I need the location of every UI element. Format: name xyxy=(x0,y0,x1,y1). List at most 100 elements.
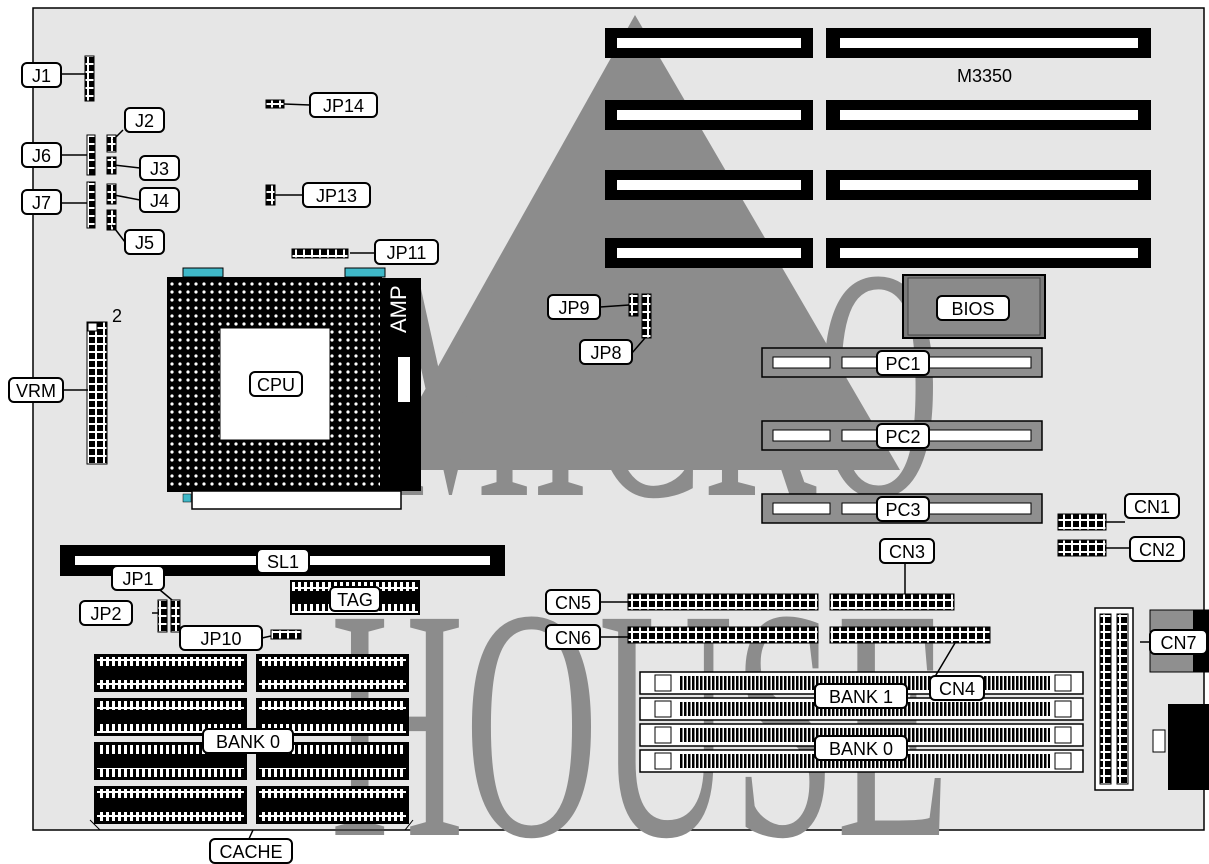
label-jp9: JP9 xyxy=(547,294,601,320)
vrm-header xyxy=(86,321,108,465)
cache-chip-pair xyxy=(94,698,409,736)
svg-text:BANK 0: BANK 0 xyxy=(216,732,280,752)
cn5-header xyxy=(627,593,819,611)
label-jp14: JP14 xyxy=(309,92,378,118)
label-jp2: JP2 xyxy=(79,600,133,626)
cn1-header xyxy=(1057,513,1107,531)
label-cn5: CN5 xyxy=(545,589,601,615)
label-cn6: CN6 xyxy=(545,624,601,650)
jp14-jumper xyxy=(265,99,285,109)
svg-text:BANK 0: BANK 0 xyxy=(829,739,893,759)
j1-jumper xyxy=(84,55,95,102)
svg-text:J7: J7 xyxy=(32,193,51,213)
svg-text:JP2: JP2 xyxy=(90,604,121,624)
board-model-label: M3350 xyxy=(957,66,1012,86)
label-j7: J7 xyxy=(21,189,62,215)
svg-text:JP11: JP11 xyxy=(387,243,427,263)
jp9-jumper xyxy=(628,293,639,317)
label-cache: CACHE xyxy=(209,838,293,864)
svg-text:CPU: CPU xyxy=(257,375,295,395)
label-j5: J5 xyxy=(124,229,165,255)
svg-text:CN6: CN6 xyxy=(555,628,591,648)
svg-text:JP10: JP10 xyxy=(200,629,241,649)
label-cpu: CPU xyxy=(249,371,303,397)
svg-text:VRM: VRM xyxy=(16,381,56,401)
cn6-header xyxy=(627,626,819,644)
label-vrm: VRM xyxy=(8,377,64,403)
cache-chips xyxy=(89,654,414,842)
label-cn4: CN4 xyxy=(929,675,985,701)
label-jp13: JP13 xyxy=(302,182,371,208)
svg-text:J5: J5 xyxy=(135,233,154,253)
cn2-header xyxy=(1057,539,1107,557)
cache-chip-pair xyxy=(94,654,409,692)
label-sl1: SL1 xyxy=(256,548,310,574)
label-bios: BIOS xyxy=(936,295,1010,321)
jp10-jumper xyxy=(270,629,302,640)
label-j3: J3 xyxy=(139,155,180,181)
svg-text:CN1: CN1 xyxy=(1134,497,1170,517)
svg-text:CN3: CN3 xyxy=(889,542,925,562)
ide-headers xyxy=(627,513,1107,644)
svg-text:PC2: PC2 xyxy=(885,427,920,447)
label-cn1: CN1 xyxy=(1124,493,1180,519)
cn3-header xyxy=(829,593,955,611)
label-j2: J2 xyxy=(124,107,165,133)
jp8-jumper xyxy=(641,293,652,339)
svg-text:JP13: JP13 xyxy=(316,186,357,206)
jp11-jumper xyxy=(291,248,349,259)
svg-text:J6: J6 xyxy=(32,146,51,166)
j7-jumper xyxy=(86,181,96,229)
svg-text:JP1: JP1 xyxy=(122,569,153,589)
svg-text:J2: J2 xyxy=(135,111,154,131)
j4-jumper xyxy=(106,183,117,205)
j5-jumper xyxy=(106,209,117,231)
power-connector xyxy=(1094,607,1134,791)
callout-labels: J1 J2 J6 J3 J7 J4 J5 JP14 JP13 JP11 JP9 … xyxy=(8,62,1208,864)
label-pc2: PC2 xyxy=(876,423,930,449)
jumpers xyxy=(84,55,652,640)
svg-text:J3: J3 xyxy=(150,159,169,179)
svg-text:PC1: PC1 xyxy=(885,354,920,374)
jp13-jumper xyxy=(265,184,276,206)
svg-text:CN7: CN7 xyxy=(1160,633,1196,653)
cache-chip-pair xyxy=(94,786,409,824)
svg-text:CACHE: CACHE xyxy=(219,842,282,862)
svg-text:J4: J4 xyxy=(150,191,169,211)
label-pc3: PC3 xyxy=(876,496,930,522)
svg-text:CN2: CN2 xyxy=(1139,540,1175,560)
j6-jumper xyxy=(86,134,96,176)
label-bank1-simm: BANK 1 xyxy=(814,683,908,709)
label-j1: J1 xyxy=(21,62,62,88)
jp2-jumper xyxy=(157,599,168,633)
svg-text:CN4: CN4 xyxy=(939,679,975,699)
label-tag: TAG xyxy=(329,586,381,612)
label-j4: J4 xyxy=(139,187,180,213)
svg-text:JP8: JP8 xyxy=(590,343,621,363)
cache-chip-pair xyxy=(94,742,409,780)
svg-text:BANK 1: BANK 1 xyxy=(829,687,893,707)
label-jp1: JP1 xyxy=(111,565,165,591)
svg-text:SL1: SL1 xyxy=(267,552,299,572)
svg-text:TAG: TAG xyxy=(337,590,373,610)
svg-text:PC3: PC3 xyxy=(885,500,920,520)
cn4-header xyxy=(829,626,991,644)
label-pc1: PC1 xyxy=(876,350,930,376)
svg-text:JP9: JP9 xyxy=(558,298,589,318)
label-cn7: CN7 xyxy=(1149,629,1208,655)
label-cn2: CN2 xyxy=(1129,536,1185,562)
svg-text:CN5: CN5 xyxy=(555,593,591,613)
label-jp11: JP11 xyxy=(374,239,439,265)
svg-text:J1: J1 xyxy=(32,66,51,86)
label-cn3: CN3 xyxy=(879,538,935,564)
label-bank0-cache: BANK 0 xyxy=(202,728,294,754)
vrm-pin-label: 2 xyxy=(112,306,122,326)
svg-text:BIOS: BIOS xyxy=(951,299,994,319)
label-j6: J6 xyxy=(21,142,62,168)
jp1-jumper xyxy=(170,599,181,633)
svg-text:JP14: JP14 xyxy=(323,96,364,116)
j2-jumper xyxy=(106,134,117,153)
label-bank0-simm: BANK 0 xyxy=(814,735,908,761)
label-jp10: JP10 xyxy=(179,625,263,651)
